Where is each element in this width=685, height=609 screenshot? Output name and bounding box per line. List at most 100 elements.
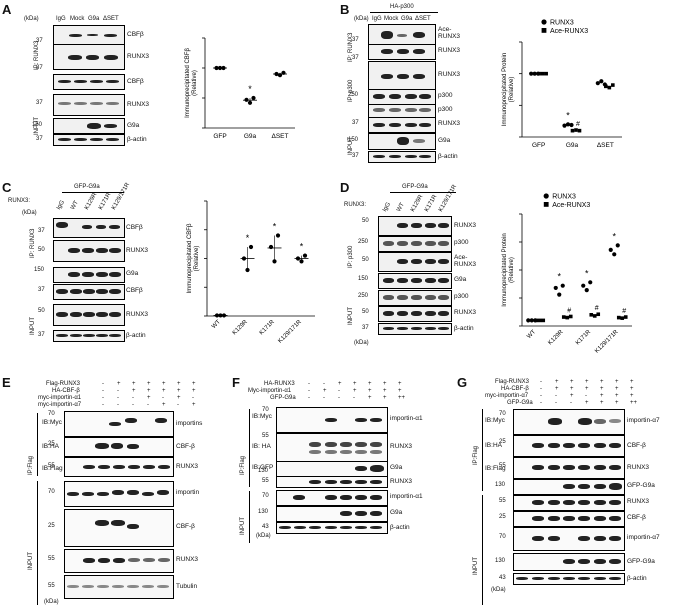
mw-marker: 250 bbox=[358, 293, 369, 299]
sign-mark: - bbox=[192, 395, 194, 401]
blot-strip bbox=[368, 89, 436, 105]
panel-d: D GFP-G9a RUNX3: IgG WT K129R K171R K129… bbox=[340, 180, 685, 355]
blot-label: GFP-G9a bbox=[627, 558, 655, 565]
sign-mark: + bbox=[630, 386, 634, 392]
mw-marker: 50 bbox=[362, 257, 369, 263]
blot-label: CBF-β bbox=[627, 514, 646, 521]
sign-mark: + bbox=[368, 388, 372, 394]
data-point bbox=[581, 283, 586, 288]
blot-label: β-actin bbox=[627, 575, 647, 582]
panel-g: G Flag-RUNX3 HA-CBF-β myc-importin-α7 GF… bbox=[455, 375, 685, 609]
lane-label: IgG bbox=[56, 199, 67, 211]
mw-marker: 70 bbox=[499, 534, 506, 540]
significance-mark: * bbox=[612, 231, 616, 241]
data-point bbox=[268, 244, 274, 250]
blot-label: RUNX3 bbox=[176, 556, 199, 563]
ip-label: IP: p300 bbox=[348, 245, 354, 268]
data-point bbox=[607, 85, 612, 90]
blot-strip bbox=[513, 495, 625, 511]
data-point bbox=[541, 318, 546, 323]
sign-mark: - bbox=[338, 388, 340, 394]
input-label: INPUT bbox=[30, 317, 36, 335]
sign-mark: + bbox=[192, 388, 196, 394]
blot-strip bbox=[368, 133, 436, 150]
blot-label: β-actin bbox=[454, 325, 474, 332]
blot-strip bbox=[64, 509, 174, 547]
input-label: INPUT bbox=[348, 307, 354, 325]
sign-mark: + bbox=[555, 379, 559, 385]
data-point bbox=[565, 315, 570, 320]
sign-mark: + bbox=[398, 381, 402, 387]
blot-label: GFP-G9a bbox=[627, 482, 655, 489]
sign-mark: + bbox=[600, 400, 604, 406]
x-tick-label: GFP bbox=[213, 133, 226, 140]
lane-label: K129R bbox=[84, 192, 99, 211]
mw-marker: 70 bbox=[48, 411, 55, 417]
data-point bbox=[532, 71, 537, 76]
mw-marker: 70 bbox=[48, 489, 55, 495]
sign-mark: - bbox=[102, 381, 104, 387]
blot-strip bbox=[378, 306, 452, 322]
input-label: INPUT bbox=[28, 552, 34, 570]
lane-label: Mock bbox=[70, 16, 85, 22]
mw-marker: 37 bbox=[352, 153, 359, 159]
mw-marker: 37 bbox=[362, 325, 369, 331]
mw-marker: 55 bbox=[48, 556, 55, 562]
y-axis-label: Immunoprecipitated Protein(Relative) bbox=[502, 233, 515, 306]
sign-mark: + bbox=[630, 393, 634, 399]
sign-mark: - bbox=[117, 388, 119, 394]
lane-label: K129/171R bbox=[111, 181, 132, 211]
data-point bbox=[251, 95, 256, 101]
blot-label: CBF-β bbox=[176, 443, 195, 450]
panel-f: F HA-RUNX3 Myc-importin-α1 GFP-G9a --+++… bbox=[228, 375, 450, 609]
mw-marker: 130 bbox=[258, 468, 269, 474]
ib-label: IB:Flag bbox=[42, 465, 63, 472]
x-tick-label: K129R bbox=[232, 319, 250, 337]
sign-mark: + bbox=[600, 379, 604, 385]
x-tick-label: WT bbox=[526, 329, 537, 340]
sign-mark: - bbox=[540, 393, 542, 399]
data-point bbox=[599, 79, 604, 84]
significance-mark: * bbox=[585, 268, 589, 278]
panel-c-label: C bbox=[2, 180, 12, 195]
legend-label: RUNX3 bbox=[550, 20, 574, 27]
blot-label: G9a bbox=[390, 464, 403, 471]
sign-mark: - bbox=[540, 386, 542, 392]
legend-marker-circle bbox=[541, 19, 547, 25]
kda-label: (kDa) bbox=[354, 16, 369, 22]
mw-marker: 130 bbox=[495, 558, 506, 564]
sign-mark: - bbox=[540, 400, 542, 406]
blot-strip bbox=[513, 511, 625, 527]
x-tick-label: ΔSET bbox=[272, 133, 289, 140]
sign-mark: + bbox=[132, 381, 136, 387]
data-point bbox=[570, 128, 575, 133]
blot-strip bbox=[276, 433, 388, 463]
x-tick-label: GFP bbox=[532, 142, 545, 149]
significance-mark: # bbox=[576, 121, 580, 128]
sign-mark: - bbox=[338, 395, 340, 401]
mw-marker: 55 bbox=[48, 583, 55, 589]
ip-label: IP: RUNX3 bbox=[30, 228, 36, 258]
sign-mark: + bbox=[338, 381, 342, 387]
sign-mark: - bbox=[555, 393, 557, 399]
data-point bbox=[616, 315, 621, 320]
y-axis-label: Immunoprecipitated CBFβ(Relative) bbox=[185, 48, 198, 118]
significance-mark: * bbox=[273, 222, 277, 232]
mw-marker: 55 bbox=[262, 478, 269, 484]
blot-label: importin-α1 bbox=[390, 493, 423, 500]
blot-strip bbox=[53, 134, 125, 146]
data-point bbox=[526, 318, 531, 323]
panel-a: A (kDa) IgG Mock G9a ΔSET IP: RUNX3 INPU… bbox=[0, 0, 340, 150]
sign-mark: - bbox=[132, 395, 134, 401]
sign-mark: - bbox=[117, 395, 119, 401]
ib-label: IB:Myc bbox=[485, 417, 505, 424]
blot-label: importins bbox=[176, 420, 203, 427]
blot-strip bbox=[378, 236, 452, 252]
mw-marker: 37 bbox=[352, 120, 359, 126]
sign-mark: - bbox=[323, 395, 325, 401]
mw-marker: 70 bbox=[262, 407, 269, 413]
ip-label: IP:Flag bbox=[473, 445, 479, 465]
blot-label: p300 bbox=[454, 293, 469, 300]
input-label: INPUT bbox=[473, 557, 479, 575]
sign-mark: + bbox=[162, 402, 166, 408]
